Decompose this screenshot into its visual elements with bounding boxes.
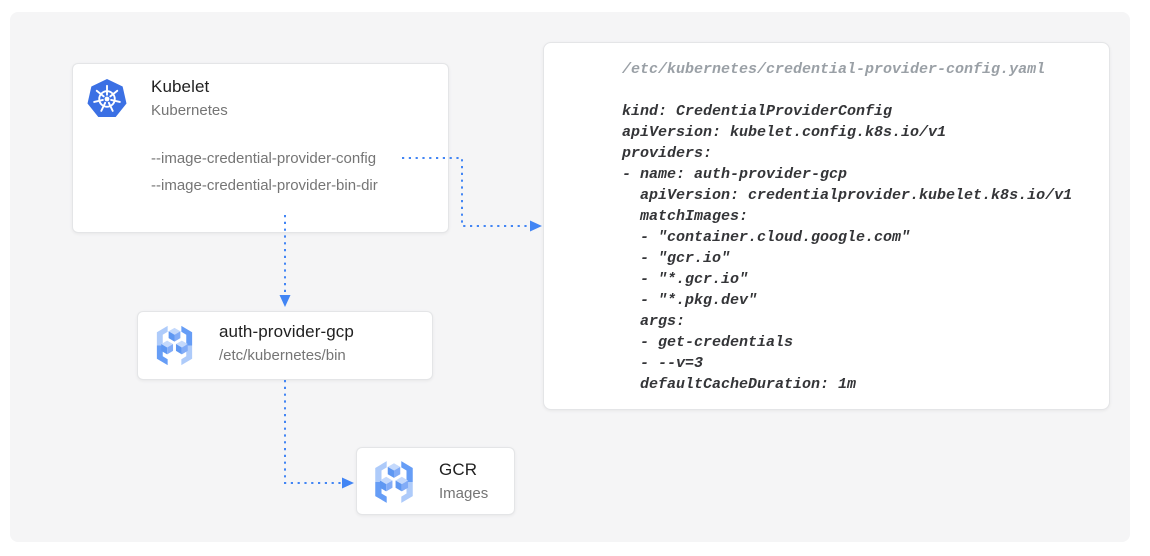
gcr-title: GCR xyxy=(439,460,478,479)
node-auth-provider-gcp: auth-provider-gcp /etc/kubernetes/bin xyxy=(137,311,433,380)
gcr-icon xyxy=(156,325,193,366)
flag-image-credential-provider-config: --image-credential-provider-config xyxy=(151,150,377,167)
gcr-subtitle: Images xyxy=(439,485,489,502)
config-yaml-content: kind: CredentialProviderConfig apiVersio… xyxy=(622,103,1073,393)
node-gcr: GCR Images xyxy=(356,447,515,515)
kubelet-flags: --image-credential-provider-config --ima… xyxy=(151,145,378,199)
kubelet-title: Kubelet xyxy=(151,77,210,96)
config-file-path: /etc/kubernetes/credential-provider-conf… xyxy=(622,61,1046,78)
gcr-text: GCR Images xyxy=(439,459,488,504)
credential-provider-config-panel: /etc/kubernetes/credential-provider-conf… xyxy=(543,42,1110,410)
auth-provider-text: auth-provider-gcp /etc/kubernetes/bin xyxy=(219,321,354,366)
node-kubelet: Kubelet Kubernetes --image-credential-pr… xyxy=(72,63,449,233)
flag-image-credential-provider-bin-dir: --image-credential-provider-bin-dir xyxy=(151,177,378,194)
kubernetes-icon xyxy=(87,79,127,118)
kubelet-text: Kubelet Kubernetes xyxy=(151,76,228,121)
kubelet-subtitle: Kubernetes xyxy=(151,102,228,119)
gcr-icon xyxy=(375,461,413,503)
auth-provider-title: auth-provider-gcp xyxy=(219,322,354,341)
auth-provider-subtitle: /etc/kubernetes/bin xyxy=(219,347,346,364)
